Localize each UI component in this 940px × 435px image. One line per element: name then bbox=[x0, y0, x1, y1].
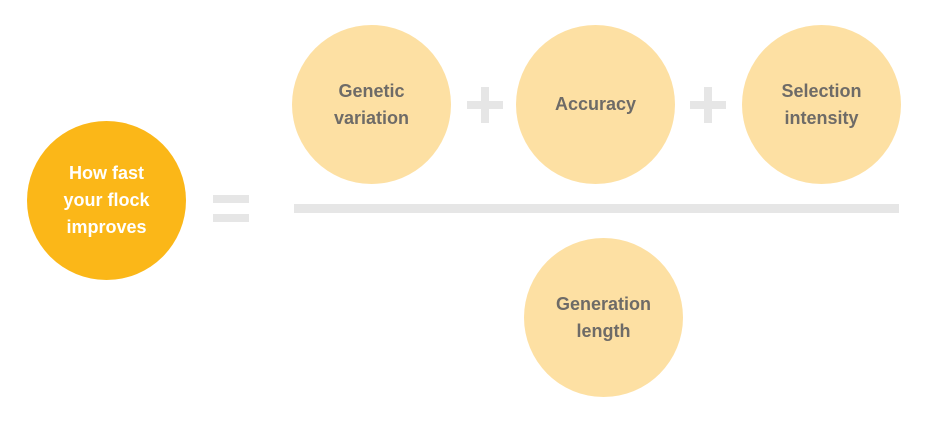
factor-label: Selection intensity bbox=[781, 80, 862, 128]
factor-label: Accuracy bbox=[554, 94, 637, 114]
factor-circle-genetic-variation: Genetic variation bbox=[292, 25, 451, 184]
factor-circle-accuracy: Accuracy bbox=[516, 25, 675, 184]
denominator-label: Generation length bbox=[555, 293, 652, 341]
factor-label: Genetic variation bbox=[333, 80, 410, 128]
equals-sign bbox=[213, 195, 249, 223]
plus-sign bbox=[690, 87, 726, 123]
plus-sign bbox=[467, 87, 503, 123]
factor-circle-selection-intensity: Selection intensity bbox=[742, 25, 901, 184]
fraction-bar bbox=[294, 204, 899, 213]
denominator-circle-generation-length: Generation length bbox=[524, 238, 683, 397]
result-circle: How fast your flock improves bbox=[27, 121, 186, 280]
result-label: How fast your flock improves bbox=[63, 163, 150, 237]
